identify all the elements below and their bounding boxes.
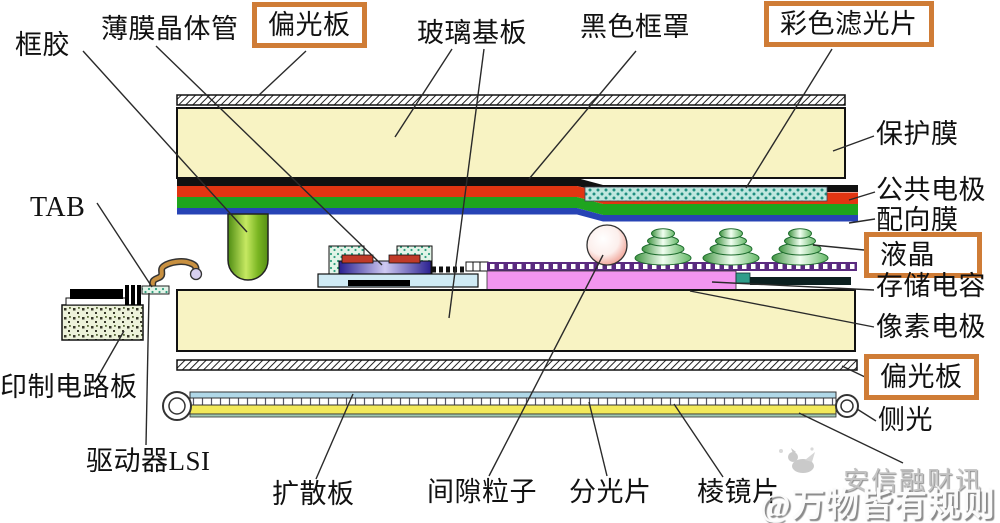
pcb-pin: [137, 285, 141, 305]
backlight-splitter-strip: [189, 397, 837, 406]
backlight-prism-strip: [189, 391, 837, 399]
driver-lsi-chip: [141, 285, 170, 295]
side-light-lamp-left-inner: [168, 397, 186, 415]
label-gap-particle: 间隙粒子: [427, 477, 537, 507]
label-pixel-electrode: 像素电极: [876, 312, 986, 342]
tab-roller: [189, 267, 203, 281]
label-glass-substrate: 玻璃基板: [417, 18, 527, 48]
label-prism-sheet: 棱镜片: [697, 477, 780, 507]
leader-glass-lower: [448, 48, 485, 319]
liquid-crystal-cones: [634, 228, 829, 266]
tft-channel-bar: [348, 280, 410, 286]
side-light-lamp-right-inner: [840, 399, 854, 413]
backlight-bottom-strip: [189, 413, 837, 418]
leader-lines: [82, 45, 904, 480]
leader-frame-glue: [82, 50, 248, 233]
label-polarizer-top: 偏光板: [252, 2, 367, 49]
storage-capacitor-block: [735, 272, 751, 284]
tft-contact-right: [388, 254, 421, 264]
leader-alignment-film: [848, 218, 876, 224]
upper-glass-substrate: [176, 107, 846, 179]
leader-color-filter: [745, 48, 833, 189]
pcb-pin: [131, 285, 135, 305]
alignment-film-layer: [177, 208, 858, 222]
leader-side-light: [856, 408, 877, 422]
label-tft: 薄膜晶体管: [101, 14, 239, 44]
pcb-ledge: [65, 297, 129, 306]
pixel-electrode-layer: [486, 270, 737, 291]
leader-pixel-electrode: [689, 290, 875, 328]
label-alignment-film: 配向膜: [876, 205, 959, 235]
leader-gap-particle: [488, 254, 604, 477]
leader-tft: [155, 45, 383, 266]
watermark-handle: @万物皆有规则: [760, 488, 996, 523]
leader-polarizer-bottom: [841, 365, 866, 378]
dark-edge-bar: [750, 277, 851, 285]
label-frame-glue: 框胶: [15, 30, 70, 60]
bottom-polarizer-bar: [176, 359, 858, 371]
driver-chip: [70, 289, 123, 299]
leader-pcb: [99, 330, 125, 374]
lower-glass-substrate: [176, 289, 856, 352]
top-polarizer-bar: [176, 94, 846, 106]
leader-polarizer-top: [257, 50, 307, 97]
leader-prism-sheet: [673, 403, 724, 478]
leader-glass-upper: [394, 48, 453, 138]
pcb-pin: [125, 285, 129, 305]
label-storage-capacitor: 存储电容: [876, 271, 986, 301]
leader-beam-splitter: [588, 401, 608, 477]
pcb-board: [61, 304, 144, 341]
leader-diffusion-plate: [315, 393, 354, 480]
leader-driver-lsi: [145, 292, 150, 446]
label-side-light: 侧光: [878, 405, 933, 435]
common-electrode-layer: [177, 197, 858, 215]
label-protective-film: 保护膜: [876, 119, 959, 149]
label-pcb: 印制电路板: [0, 372, 138, 402]
leader-light-guide: [798, 412, 904, 464]
label-common-electrode: 公共电极: [876, 175, 986, 205]
label-tab: TAB: [30, 192, 86, 223]
label-black-frame: 黑色框罩: [580, 12, 690, 42]
leader-storage-capacitor: [711, 281, 875, 291]
color-filter-block: [584, 186, 828, 202]
label-color-filter: 彩色滤光片: [764, 1, 934, 48]
leader-tab: [96, 202, 153, 288]
ruler-connector: [465, 261, 489, 272]
tab-flex-cable: [150, 259, 198, 292]
label-liquid-crystal: 液晶: [864, 232, 982, 279]
label-driver-lsi: 驱动器LSI: [86, 446, 211, 476]
backlight-light-guide: [189, 404, 837, 415]
leader-common-electrode: [848, 191, 876, 201]
watermark-brand: 安信融财讯: [843, 467, 984, 496]
frame-glue-cylinder: [227, 213, 269, 281]
label-diffusion-plate: 扩散板: [272, 479, 355, 509]
leader-protective-film: [832, 135, 875, 152]
dove-icon: [779, 447, 815, 473]
leader-liquid-crystal: [812, 244, 865, 251]
label-polarizer-bottom: 偏光板: [864, 354, 979, 401]
leader-black-frame: [528, 50, 637, 180]
gap-particle-circle: [586, 224, 628, 266]
tft-contact-left: [341, 254, 374, 264]
label-beam-splitter: 分光片: [569, 477, 652, 507]
